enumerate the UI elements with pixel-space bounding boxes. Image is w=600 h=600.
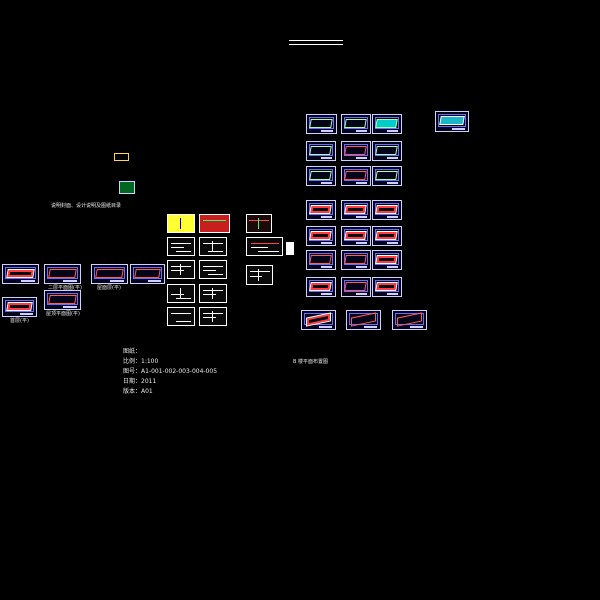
plan-sheet[interactable] xyxy=(341,226,371,246)
plan-sheet[interactable] xyxy=(372,200,402,220)
plan-sheet[interactable] xyxy=(44,264,81,284)
small-detail-sheet[interactable] xyxy=(286,242,294,255)
section-sheet[interactable] xyxy=(246,237,283,256)
drawing-title-bar xyxy=(289,40,343,45)
detail-sheet[interactable] xyxy=(199,237,227,256)
plan-sheet[interactable] xyxy=(2,297,37,317)
info-line: 日期：2011 xyxy=(123,378,157,385)
plan-sheet[interactable] xyxy=(130,264,165,284)
small-sheet-cyan[interactable] xyxy=(119,181,135,194)
elevation-sheet[interactable] xyxy=(301,310,336,330)
plan-sheet[interactable] xyxy=(306,250,336,270)
info-heading: 图纸： xyxy=(123,348,142,355)
info-line: 版本：A01 xyxy=(123,388,153,395)
detail-sheet[interactable] xyxy=(199,260,227,279)
detail-sheet[interactable] xyxy=(167,237,195,256)
detail-sheet[interactable] xyxy=(199,307,227,326)
cover-sheet-yellow[interactable] xyxy=(167,214,195,233)
plan-sheet[interactable] xyxy=(2,264,39,284)
plan-sheet[interactable] xyxy=(306,114,337,134)
info-line: 比例：1:100 xyxy=(123,358,159,365)
elevation-sheet[interactable] xyxy=(246,214,272,233)
plan-sheet[interactable] xyxy=(306,166,336,186)
plan-sheet[interactable] xyxy=(372,226,402,246)
caption-left: 说明封面、设计说明及图纸目录 xyxy=(51,203,122,209)
plan-sheet[interactable] xyxy=(91,264,128,284)
section-sheet[interactable] xyxy=(246,265,273,285)
plan-sheet[interactable] xyxy=(341,166,371,186)
elevation-sheet[interactable] xyxy=(346,310,381,330)
color-sheet[interactable] xyxy=(199,214,230,233)
plan-sheet[interactable] xyxy=(306,277,336,297)
plan-sheet[interactable] xyxy=(372,250,402,270)
plan-sheet[interactable] xyxy=(372,277,402,297)
plan-sheet[interactable] xyxy=(341,200,371,220)
caption-right: B 楼平面布置图 xyxy=(293,359,329,365)
plan-sheet[interactable] xyxy=(341,114,371,134)
plan-label: 屋面层(平) xyxy=(97,285,121,291)
detail-sheet[interactable] xyxy=(167,260,195,279)
site-plan-sheet[interactable] xyxy=(435,111,469,132)
plan-sheet[interactable] xyxy=(341,250,371,270)
plan-sheet[interactable] xyxy=(306,200,336,220)
plan-sheet[interactable] xyxy=(372,141,402,161)
detail-sheet[interactable] xyxy=(167,307,195,326)
plan-sheet[interactable] xyxy=(341,141,371,161)
plan-label: 二层平面图(平) xyxy=(48,285,82,291)
plan-sheet[interactable] xyxy=(372,166,402,186)
plan-sheet[interactable] xyxy=(372,114,402,134)
plan-sheet[interactable] xyxy=(341,277,371,297)
detail-sheet[interactable] xyxy=(199,284,227,303)
info-line: 图号：A1-001-002-003-004-005 xyxy=(123,368,218,375)
plan-sheet[interactable] xyxy=(306,226,336,246)
plan-label: 屋顶平面图(平) xyxy=(46,311,80,317)
detail-sheet[interactable] xyxy=(167,284,195,303)
small-sheet-yellow[interactable] xyxy=(114,153,129,161)
plan-sheet[interactable] xyxy=(44,290,81,310)
elevation-sheet[interactable] xyxy=(392,310,427,330)
plan-label: 首层(平) xyxy=(10,318,29,324)
plan-sheet[interactable] xyxy=(306,141,336,161)
